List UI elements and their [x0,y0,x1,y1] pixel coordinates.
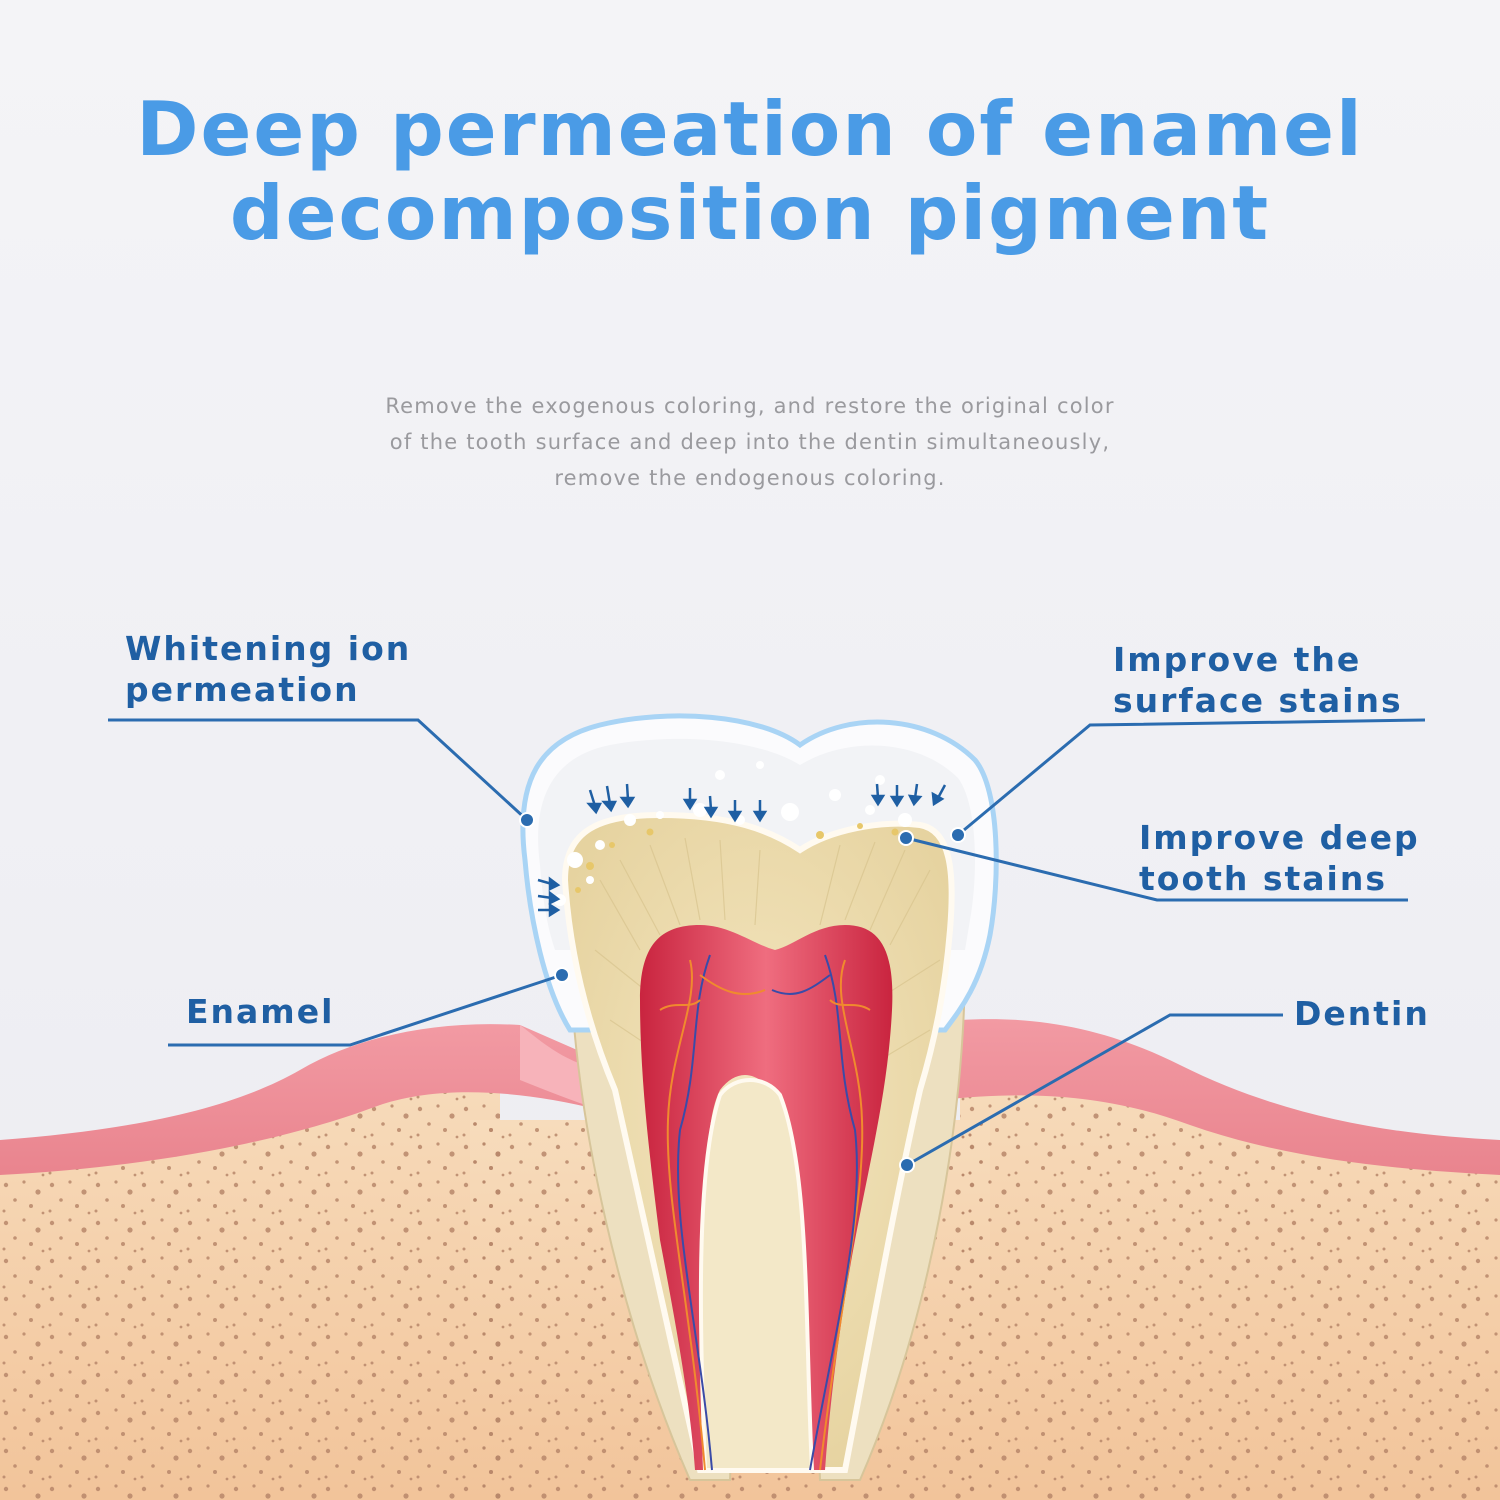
label-whitening-line-1: Whitening ion [125,629,412,668]
label-surface-line-2: surface stains [1113,681,1403,720]
description-line-3: remove the endogenous coloring. [554,466,946,490]
label-dentin: Dentin [1294,994,1430,1033]
label-deep-line-2: tooth stains [1139,859,1388,898]
leader-dots [519,812,966,1173]
label-improve-surface-stains: Improve the surface stains [1113,639,1403,721]
label-improve-deep-tooth-stains: Improve deep tooth stains [1139,817,1420,899]
label-enamel: Enamel [186,992,335,1031]
label-whitening-ion-permeation: Whitening ion permeation [125,628,411,710]
label-surface-line-1: Improve the [1113,640,1362,679]
leader-lines [108,718,1426,1167]
description-line-1: Remove the exogenous coloring, and resto… [385,394,1115,418]
label-deep-line-1: Improve deep [1139,818,1420,857]
label-whitening-line-2: permeation [125,670,360,709]
permeation-arrows [537,783,947,918]
gum-tissue [0,1024,600,1175]
title-line-1: Deep permeation of enamel [136,85,1364,173]
title-line-2: decomposition pigment [229,169,1271,257]
description-line-2: of the tooth surface and deep into the d… [389,430,1111,454]
